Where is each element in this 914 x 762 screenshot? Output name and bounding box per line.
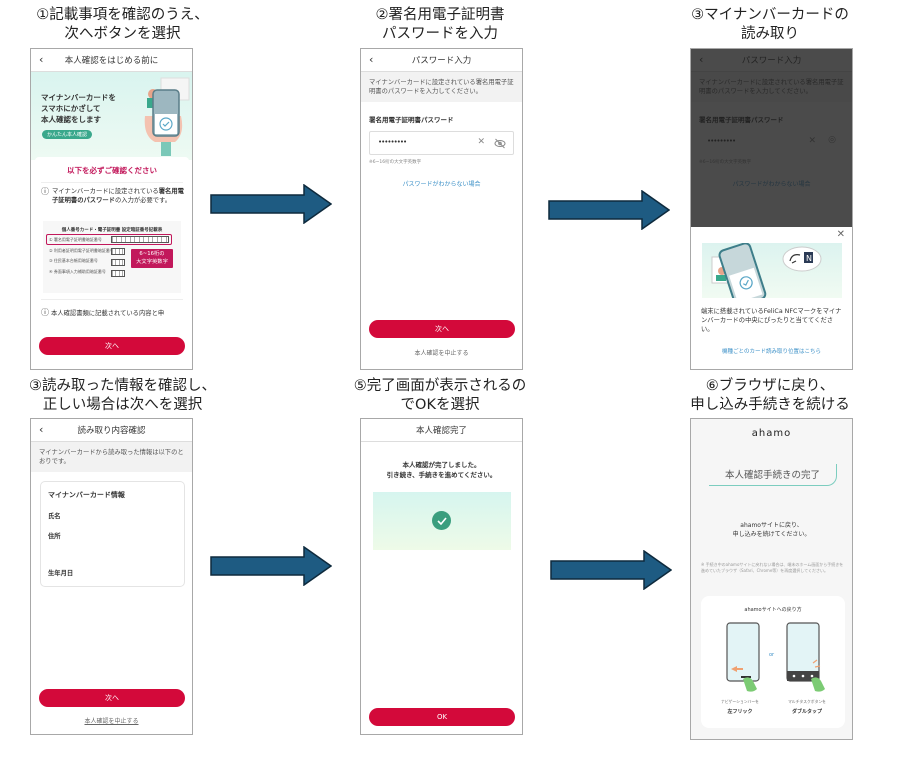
easy-verification-badge: かんたん本人確認 (42, 130, 93, 139)
nfc-instruction: 端末に搭載されているFeliCa NFCマークをマイナンバーカードの中央にぴった… (701, 308, 842, 333)
arrow-right-icon (548, 190, 670, 230)
notice-card: 以下を必ずご確認ください ⓘ マイナンバーカードに設定されている署名用電子証明書… (35, 157, 189, 327)
notice-title: 以下を必ずご確認ください (67, 166, 157, 175)
screen-return-browser: ahamo 本人確認手続きの完了 ahamoサイトに戻り、 申し込みを続けてくだ… (690, 418, 853, 740)
dim-overlay (691, 49, 852, 227)
browser-note: ※ 手続き中のahamoサイトに戻れない場合は、端末のホーム画面から手続きを進め… (701, 562, 844, 573)
card-position-link[interactable]: 機種ごとのカード読み取り位置はこちら (722, 349, 821, 355)
step-title-4: ③読み取った情報を確認し、 正しい場合は次へを選択 (29, 378, 216, 413)
next-button[interactable]: 次へ (369, 320, 515, 338)
card-info-panel: マイナンバーカード情報 氏名 住所 生年月日 (40, 481, 185, 587)
screen-verification-complete: 本人確認完了 本人確認が完了しました。 引き続き、手続きを進めてください。 OK (360, 418, 523, 735)
card-info-title: マイナンバーカード情報 (48, 491, 125, 499)
description: マイナンバーカードに設定されている署名用電子証明書のパスワードを入力してください… (361, 72, 522, 102)
header-title: パスワード入力 (411, 56, 472, 66)
cancel-verification-link[interactable]: 本人確認を中止する (84, 718, 139, 725)
howto-panel: ahamoサイトへの戻り方 or ナビゲーションバーを 左フリック マルチタスク… (701, 596, 845, 728)
screen-header: ‹ 読み取り内容確認 (31, 419, 192, 442)
info-icon: ⓘ (41, 187, 49, 196)
left-flick-caption: ナビゲーションバーを 左フリック (721, 699, 759, 715)
description: マイナンバーカードから読み取った情報は以下のとおりです。 (31, 442, 192, 472)
nfc-bottom-sheet: ✕ N 端末に搭載されているFeliCa NFCマークをマイナンバーカードの中央… (691, 227, 852, 369)
ok-button[interactable]: OK (369, 708, 515, 726)
cancel-verification-link[interactable]: 本人確認を中止する (414, 350, 469, 357)
info-icon: ⓘ (41, 308, 49, 317)
password-hint: ※6~16桁の大文字英数字 (369, 160, 422, 165)
screen-header: ‹ パスワード入力 (361, 49, 522, 72)
back-icon[interactable]: ‹ (369, 53, 374, 66)
double-tap-caption: マルチタスクボタンを ダブルタップ (788, 699, 826, 715)
check-circle-icon (432, 511, 451, 530)
nfc-illustration: N (702, 243, 842, 298)
ahamo-logo: ahamo (751, 428, 792, 439)
arrow-right-icon (210, 546, 332, 586)
forgot-password-link[interactable]: パスワードがわからない場合 (402, 181, 481, 188)
field-address: 住所 (48, 533, 61, 540)
header-title: 本人確認完了 (415, 426, 467, 436)
screen-header: ‹ 本人確認をはじめる前に (31, 49, 192, 72)
howto-title: ahamoサイトへの戻り方 (744, 607, 802, 613)
or-label: or (769, 652, 775, 658)
field-name: 氏名 (48, 513, 61, 520)
close-icon[interactable]: ✕ (836, 229, 845, 240)
step-title-1: ①記載事項を確認のうえ、 次へボタンを選択 (36, 7, 209, 42)
step-title-6: ⑥ブラウザに戻り、 申し込み手続きを続ける (690, 378, 850, 413)
step-title-2: ②署名用電子証明書 パスワードを入力 (375, 7, 505, 42)
flick-navigation-icon (726, 622, 760, 692)
screen-card-reading: ‹ パスワード入力 マイナンバーカードに設定されている署名用電子証明書のパスワー… (690, 48, 853, 370)
screen-header: 本人確認完了 (361, 419, 522, 442)
hero-banner: マイナンバーカードを スマホにかざして 本人確認をします かんたん本人確認 (31, 72, 192, 160)
back-icon[interactable]: ‹ (39, 423, 44, 436)
digit-callout: 6~16桁の 大文字英数字 (131, 249, 173, 268)
svg-text:N: N (806, 254, 812, 263)
notice-item-2: ⓘ 本人確認書類に記載されている内容と申 (41, 308, 165, 317)
step-title-3: ③マイナンバーカードの 読み取り (691, 7, 849, 42)
phone-hand-illustration-icon (144, 77, 190, 156)
arrow-right-icon (550, 550, 672, 590)
field-birthdate: 生年月日 (48, 570, 74, 577)
return-message: ahamoサイトに戻り、 申し込みを続けてください。 (732, 522, 811, 538)
arrow-right-icon (210, 184, 332, 224)
next-button[interactable]: 次へ (39, 337, 185, 355)
screen-pre-verification: ‹ 本人確認をはじめる前に マイナンバーカードを スマホにかざして 本人確認をし… (30, 48, 193, 370)
field-label: 署名用電子証明書パスワード (369, 116, 454, 124)
header-title: 読み取り内容確認 (77, 426, 146, 436)
clear-icon[interactable]: ✕ (477, 137, 485, 147)
back-icon[interactable]: ‹ (39, 53, 44, 66)
multitask-double-tap-icon (786, 622, 825, 692)
header-title: 本人確認をはじめる前に (64, 56, 159, 66)
completion-message: 本人確認が完了しました。 引き続き、手続きを進めてください。 (386, 461, 497, 479)
screen-read-confirmation: ‹ 読み取り内容確認 マイナンバーカードから読み取った情報は以下のとおりです。 … (30, 418, 193, 735)
password-input[interactable]: ••••••••• ✕ (369, 131, 514, 155)
completion-title: 本人確認手続きの完了 (709, 464, 837, 486)
notice-item-1: ⓘ マイナンバーカードに設定されている署名用電子証明書のパスワードの入力が必要で… (41, 187, 184, 204)
step-title-5: ⑤完了画面が表示されるの でOKを選択 (353, 378, 527, 413)
success-banner (373, 492, 511, 550)
eye-off-icon[interactable] (494, 138, 506, 149)
phone-card-nfc-icon: N (711, 243, 822, 298)
pin-table: 個人番号カード・電子証明書 設定暗証番号記載表 ① 署名用電子証明書暗証番号 ②… (43, 221, 181, 293)
screen-password-input: ‹ パスワード入力 マイナンバーカードに設定されている署名用電子証明書のパスワー… (360, 48, 523, 370)
next-button[interactable]: 次へ (39, 689, 185, 707)
